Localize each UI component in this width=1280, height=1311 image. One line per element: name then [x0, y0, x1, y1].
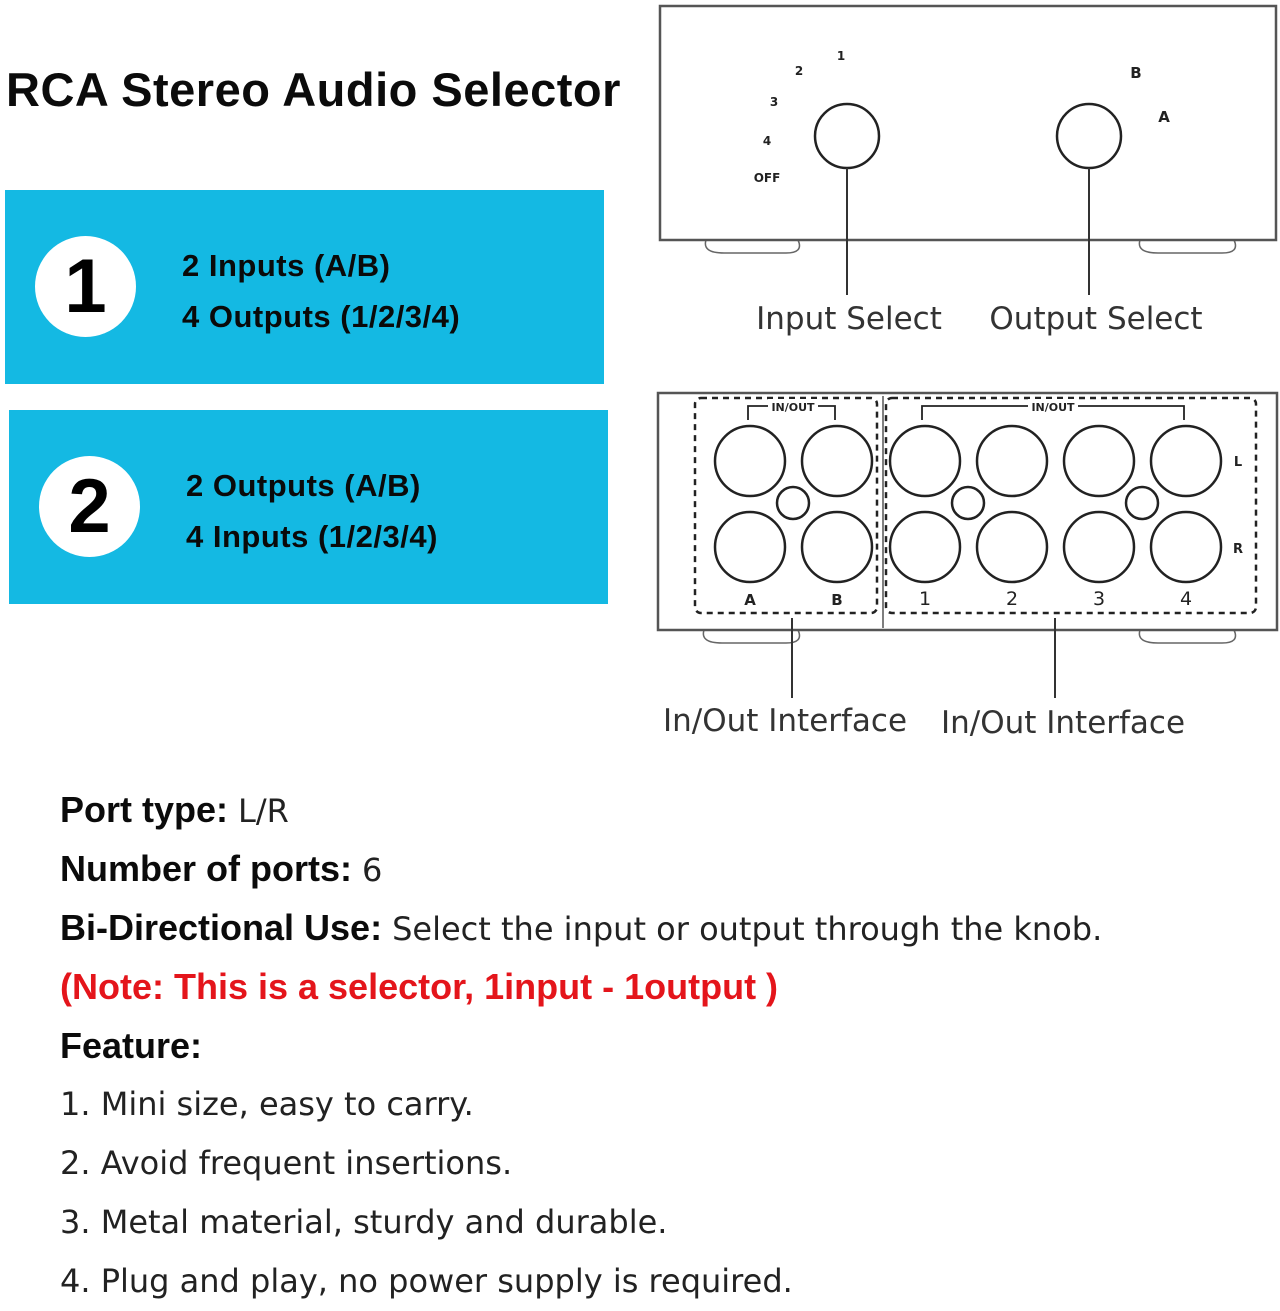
ab-port-group: [693, 396, 879, 615]
group-label: IN/OUT: [771, 401, 815, 414]
spec-bi-directional: Bi-Directional Use: Select the input or …: [60, 898, 1260, 957]
interface-label: In/Out Interface: [941, 705, 1185, 741]
rca-jack-1-right: [888, 510, 962, 584]
numbered-port-group: [884, 396, 1258, 615]
output-select-knob: [1055, 102, 1123, 170]
rca-jack-3-left: [1062, 424, 1136, 498]
dial-mark: 1: [837, 49, 845, 63]
port-label: 3: [1093, 588, 1105, 610]
mode-line: 4 Outputs (1/2/3/4): [182, 299, 461, 334]
mode-card-1: 1 2 Inputs (A/B) 4 Outputs (1/2/3/4): [5, 190, 604, 384]
dial-mark: B: [1130, 64, 1141, 82]
mode-number-badge: 2: [39, 456, 140, 557]
ground-post: [1124, 485, 1160, 521]
mode-line: 2 Inputs (A/B): [182, 248, 391, 283]
input-select-label: Input Select: [756, 301, 942, 337]
spec-label: Number of ports:: [60, 848, 352, 889]
dial-mark: 4: [763, 134, 771, 148]
front-panel-body: [658, 4, 1278, 242]
device-diagram: 1 2 3 4 OFF B A Input Select Output Sele…: [656, 4, 1279, 741]
spec-label: Port type:: [60, 789, 229, 830]
spec-port-type: Port type: L/R: [60, 780, 1260, 839]
rca-jack-3-right: [1062, 510, 1136, 584]
rca-jack-4-right: [1149, 510, 1223, 584]
input-select-knob: [813, 102, 881, 170]
port-label: 1: [919, 588, 931, 610]
group-label: IN/OUT: [1031, 401, 1075, 414]
back-panel: IN/OUT IN/OUT L R A B 1 2: [656, 391, 1279, 741]
dial-mark: 3: [770, 95, 778, 109]
rca-jack-b-right: [800, 510, 874, 584]
mode-number-badge: 1: [35, 236, 136, 337]
channel-label: L: [1234, 455, 1242, 470]
ground-post: [950, 485, 986, 521]
rca-jack-2-left: [975, 424, 1049, 498]
interface-label: In/Out Interface: [663, 703, 907, 739]
feature-item: 3. Metal material, sturdy and durable.: [60, 1203, 668, 1241]
port-label: A: [744, 591, 756, 609]
spec-value: 6: [362, 851, 383, 889]
rca-jack-2-right: [975, 510, 1049, 584]
spec-label: Bi-Directional Use:: [60, 907, 383, 948]
rca-jack-b-left: [800, 424, 874, 498]
ground-post: [775, 485, 811, 521]
spec-value: L/R: [238, 792, 289, 830]
mode-description: 2 Outputs (A/B) 4 Inputs (1/2/3/4): [186, 460, 438, 562]
mode-line: 2 Outputs (A/B): [186, 468, 421, 503]
mode-card-2: 2 2 Outputs (A/B) 4 Inputs (1/2/3/4): [9, 410, 608, 604]
rca-jack-4-left: [1149, 424, 1223, 498]
spec-number-of-ports: Number of ports: 6: [60, 839, 1260, 898]
rca-jack-a-left: [713, 424, 787, 498]
feature-item: 1. Mini size, easy to carry.: [60, 1085, 474, 1123]
page-title: RCA Stereo Audio Selector: [6, 63, 621, 116]
port-label: 4: [1180, 588, 1192, 610]
spec-value: Select the input or output through the k…: [392, 910, 1103, 948]
output-select-label: Output Select: [989, 301, 1202, 337]
mode-line: 4 Inputs (1/2/3/4): [186, 519, 438, 554]
port-label: B: [831, 591, 842, 609]
spec-section: Port type: L/R Number of ports: 6 Bi-Dir…: [60, 780, 1260, 1311]
dial-mark: OFF: [754, 171, 781, 185]
channel-label: R: [1233, 542, 1243, 557]
front-panel: 1 2 3 4 OFF B A Input Select Output Sele…: [658, 4, 1278, 337]
port-label: 2: [1006, 588, 1018, 610]
dial-mark: 2: [795, 64, 803, 78]
rca-jack-a-right: [713, 510, 787, 584]
dial-mark: A: [1158, 108, 1170, 126]
rca-jack-1-left: [888, 424, 962, 498]
mode-description: 2 Inputs (A/B) 4 Outputs (1/2/3/4): [182, 240, 460, 342]
feature-item: 2. Avoid frequent insertions.: [60, 1144, 513, 1182]
feature-heading: Feature:: [60, 1025, 203, 1066]
feature-item: 4. Plug and play, no power supply is req…: [60, 1262, 793, 1300]
selector-note: (Note: This is a selector, 1input - 1out…: [60, 966, 779, 1007]
